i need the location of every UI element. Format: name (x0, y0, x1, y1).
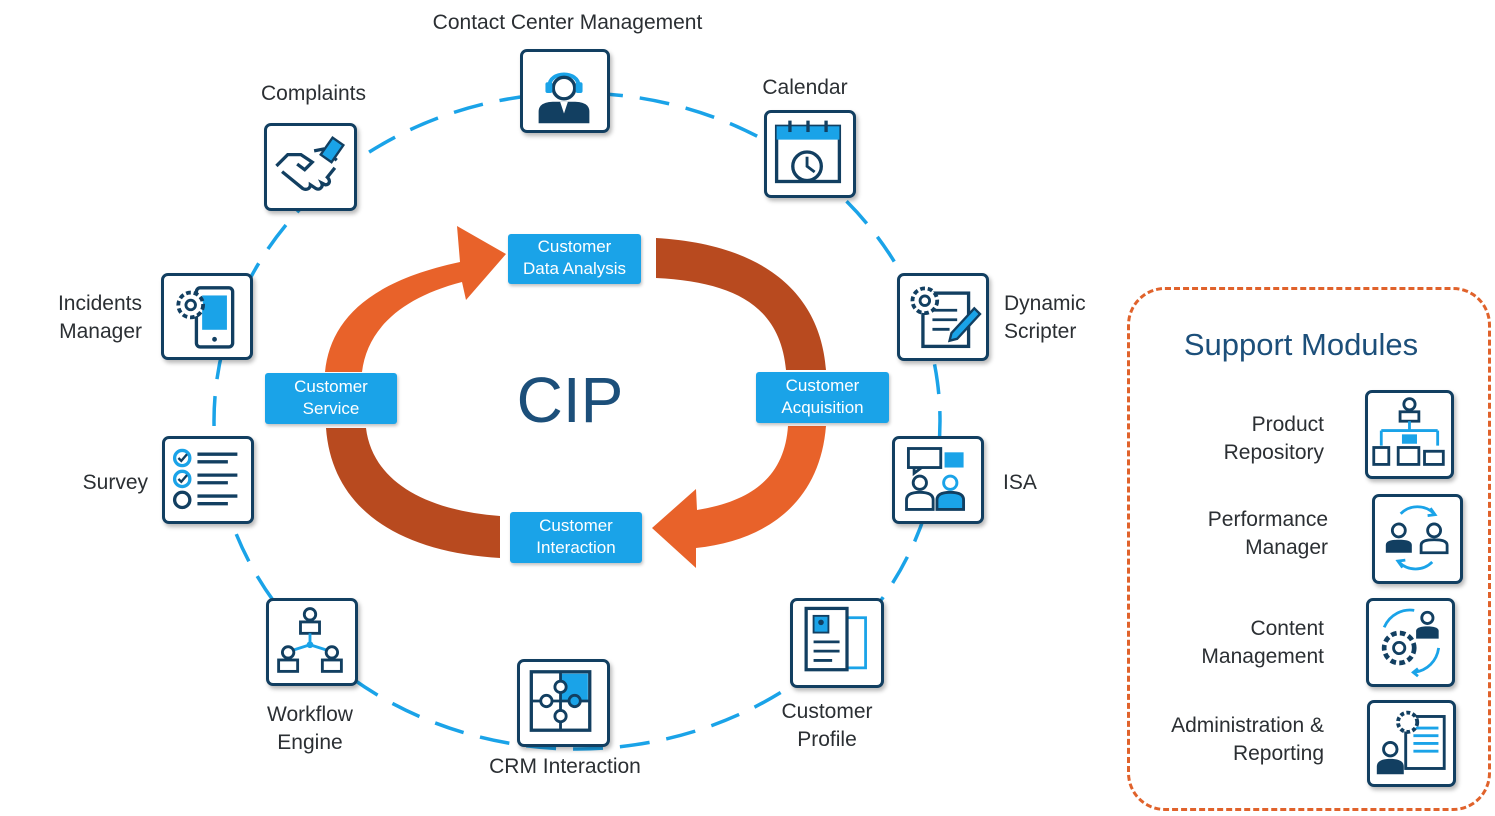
tile-calendar (764, 110, 856, 198)
headset-agent-icon (538, 72, 590, 124)
badge-line: Data Analysis (523, 259, 626, 278)
cycle-arrow-acquisition-to-interaction (652, 426, 826, 568)
label-workflow-engine: Workflow Engine (240, 701, 380, 757)
puzzle-icon (529, 670, 592, 732)
label-line: Manager (1245, 536, 1328, 559)
label-line: Dynamic (1004, 292, 1086, 315)
tile-content-management (1366, 598, 1455, 687)
cip-title: CIP (516, 364, 624, 436)
cycle-arrow-interaction-to-service (326, 428, 500, 558)
badge-line: Customer (539, 516, 613, 535)
tile-customer-profile (790, 598, 884, 688)
checklist-icon (172, 448, 238, 510)
tile-survey (162, 436, 254, 524)
label-product-repository: Product Repository (1180, 411, 1324, 467)
tile-contact-center (520, 49, 610, 133)
support-modules-title: Support Modules (1183, 327, 1419, 362)
badge-line: Customer (294, 377, 368, 396)
chat-people-icon (905, 447, 966, 511)
label-isa: ISA (1003, 471, 1037, 494)
label-survey: Survey (82, 471, 148, 494)
label-content-management: Content Management (1170, 615, 1324, 671)
people-exchange-icon (1385, 505, 1449, 571)
label-line: Repository (1223, 441, 1324, 464)
label-crm-interaction: CRM Interaction (489, 755, 641, 778)
label-line: Administration & (1171, 714, 1324, 737)
label-calendar: Calendar (762, 76, 848, 99)
label-line: Workflow (267, 703, 353, 726)
gear-mobile-icon (176, 286, 235, 349)
profile-card-icon (804, 606, 867, 672)
gear-document-pen-icon (910, 286, 982, 349)
label-line: Performance (1207, 508, 1328, 531)
badge-line: Interaction (536, 538, 616, 557)
label-dynamic-scripter: Dynamic Scripter (1004, 290, 1124, 346)
calendar-clock-icon (774, 120, 842, 184)
cycle-arrow-service-to-analysis (325, 226, 506, 372)
tile-administration-reporting (1367, 700, 1456, 787)
label-contact-center: Contact Center Management (432, 11, 703, 34)
badge-line: Customer (537, 237, 612, 256)
label-performance-manager: Performance Manager (1180, 506, 1328, 562)
label-line: Manager (59, 320, 142, 343)
label-complaints: Complaints (260, 82, 367, 105)
badge-customer-interaction: Customer Interaction (510, 512, 642, 563)
label-line: Incidents (57, 292, 142, 315)
badge-customer-service: Customer Service (265, 373, 397, 424)
tile-complaints (264, 123, 357, 211)
cycle-arrow-analysis-to-acquisition (656, 238, 826, 370)
tile-isa (892, 436, 984, 524)
badge-line: Acquisition (781, 398, 864, 417)
gear-report-person-icon (1376, 710, 1446, 775)
workflow-people-icon (277, 607, 343, 673)
badge-line: Service (302, 399, 360, 418)
tile-incidents-manager (161, 273, 253, 360)
label-line: Reporting (1232, 742, 1324, 765)
tile-product-repository (1365, 390, 1454, 479)
tile-workflow-engine (266, 598, 358, 686)
module-ring (212, 91, 942, 751)
support-modules-panel (1127, 287, 1491, 811)
label-line: Management (1201, 645, 1324, 668)
label-line: Customer (781, 700, 873, 723)
label-line: Product (1251, 413, 1324, 436)
label-customer-profile: Customer Profile (760, 698, 894, 754)
org-hierarchy-icon (1372, 397, 1445, 466)
gear-person-cycle-icon (1381, 608, 1441, 678)
label-line: Scripter (1004, 320, 1077, 343)
tile-crm-interaction (517, 659, 610, 747)
badge-customer-data-analysis: Customer Data Analysis (508, 234, 641, 284)
label-administration-reporting: Administration & Reporting (1140, 712, 1324, 768)
label-line: Engine (277, 731, 343, 754)
handshake-icon (275, 136, 346, 191)
tile-performance-manager (1372, 494, 1463, 584)
tile-dynamic-scripter (897, 273, 989, 361)
label-line: Profile (797, 728, 857, 751)
label-line: Content (1250, 617, 1324, 640)
badge-line: Customer (785, 376, 860, 395)
badge-customer-acquisition: Customer Acquisition (756, 372, 889, 423)
label-incidents-manager: Incidents Manager (20, 290, 142, 346)
